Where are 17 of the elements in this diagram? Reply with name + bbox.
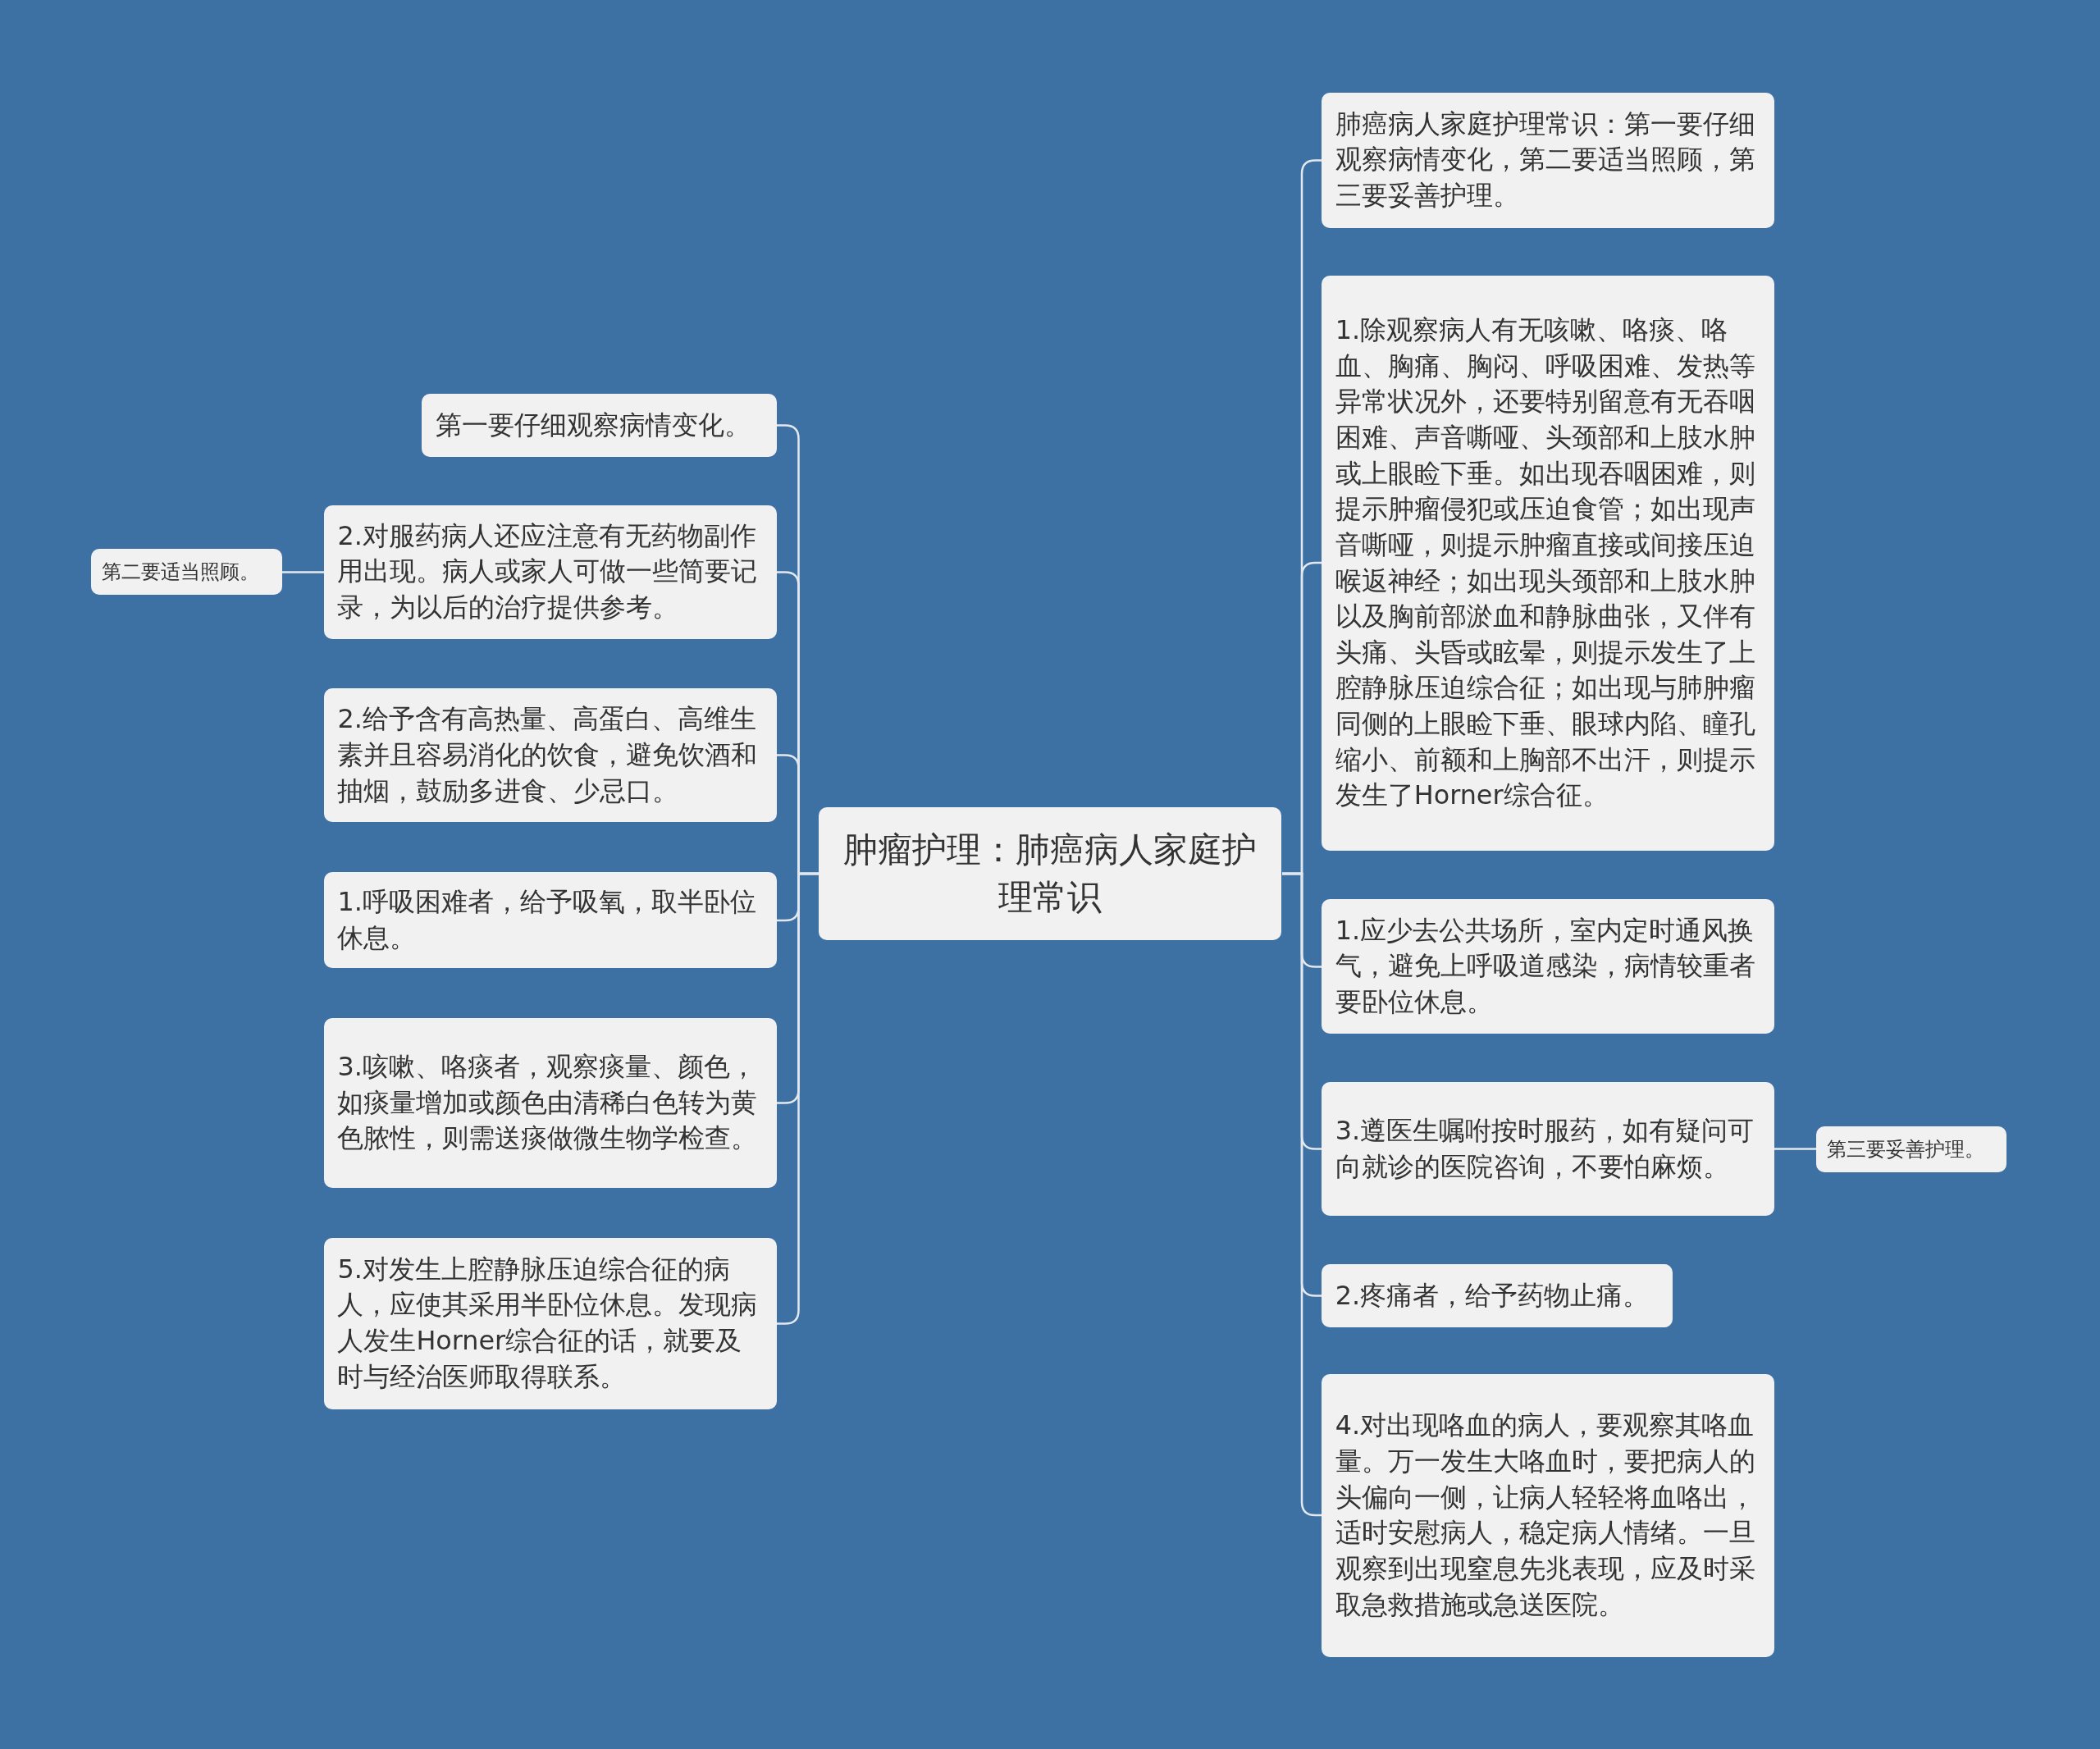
topic-box: 1.除观察病人有无咳嗽、咯痰、咯血、胸痛、胸闷、呼吸困难、发热等异常状况外，还要特别留意有无吞咽困难、声音嘶哑、头颈部和上肢水肿或上眼睑下垂。如出现吞咽困难，则提示肿瘤侵犯或压迫食管；如出现声音嘶哑，则提示肿瘤直接或间接压迫喉返神经；如出现头颈部和上肢水肿以及胸前部淤血和静脉曲张，又伴有头痛、头昏或眩晕，则提示发生了上腔静脉压迫综合征；如出现与肺肿瘤同侧的上眼睑下垂、眼球内陷、瞳孔缩小、前额和上胸部不出汗，则提示发生了Horner综合征。 xyxy=(1322,276,1775,851)
topic-box: 2.给予含有高热量、高蛋白、高维生素并且容易消化的饮食，避免饮酒和抽烟，鼓励多进食、少忌口。 xyxy=(324,688,777,823)
topic-box: 1.应少去公共场所，室内定时通风换气，避免上呼吸道感染，病情较重者要卧位休息。 xyxy=(1322,898,1775,1034)
topic-box: 第一要仔细观察病情变化。 xyxy=(422,394,777,457)
topic-box: 2.疼痛者，给予药物止痛。 xyxy=(1322,1264,1673,1327)
topic-box: 2.对服药病人还应注意有无药物副作用出现。病人或家人可做一些简要记录，为以后的治疗提供参考。 xyxy=(324,505,777,639)
central-topic-box: 肿瘤护理：肺癌病人家庭护理常识 xyxy=(818,807,1282,941)
topic-box: 1.呼吸困难者，给予吸氧，取半卧位休息。 xyxy=(324,871,777,969)
topic-box: 第三要妥善护理。 xyxy=(1815,1126,2006,1172)
connector-line xyxy=(282,571,324,573)
topic-box: 3.咳嗽、咯痰者，观察痰量、颜色，如痰量增加或颜色由清稀白色转为黄色脓性，则需送痰做微生物学检查。 xyxy=(324,1017,777,1189)
topic-box: 3.遵医生嘱咐按时服药，如有疑问可向就诊的医院咨询，不要怕麻烦。 xyxy=(1322,1082,1775,1217)
topic-box: 5.对发生上腔静脉压迫综合征的病人，应使其采用半卧位休息。发现病人发生Horner综合征的话，就要及时与经治医师取得联系。 xyxy=(324,1237,777,1409)
topic-box: 肺癌病人家庭护理常识：第一要仔细观察病情变化，第二要适当照顾，第三要妥善护理。 xyxy=(1322,92,1775,228)
topic-box: 第二要适当照顾。 xyxy=(91,549,283,595)
connector-line xyxy=(1774,1148,1816,1150)
topic-box: 4.对出现咯血的病人，要观察其咯血量。万一发生大咯血时，要把病人的头偏向一侧，让病人轻轻将血咯出，适时安慰病人，稳定病人情绪。一旦观察到出现窒息先兆表现，应及时采取急救措施或急送医院。 xyxy=(1322,1374,1775,1657)
